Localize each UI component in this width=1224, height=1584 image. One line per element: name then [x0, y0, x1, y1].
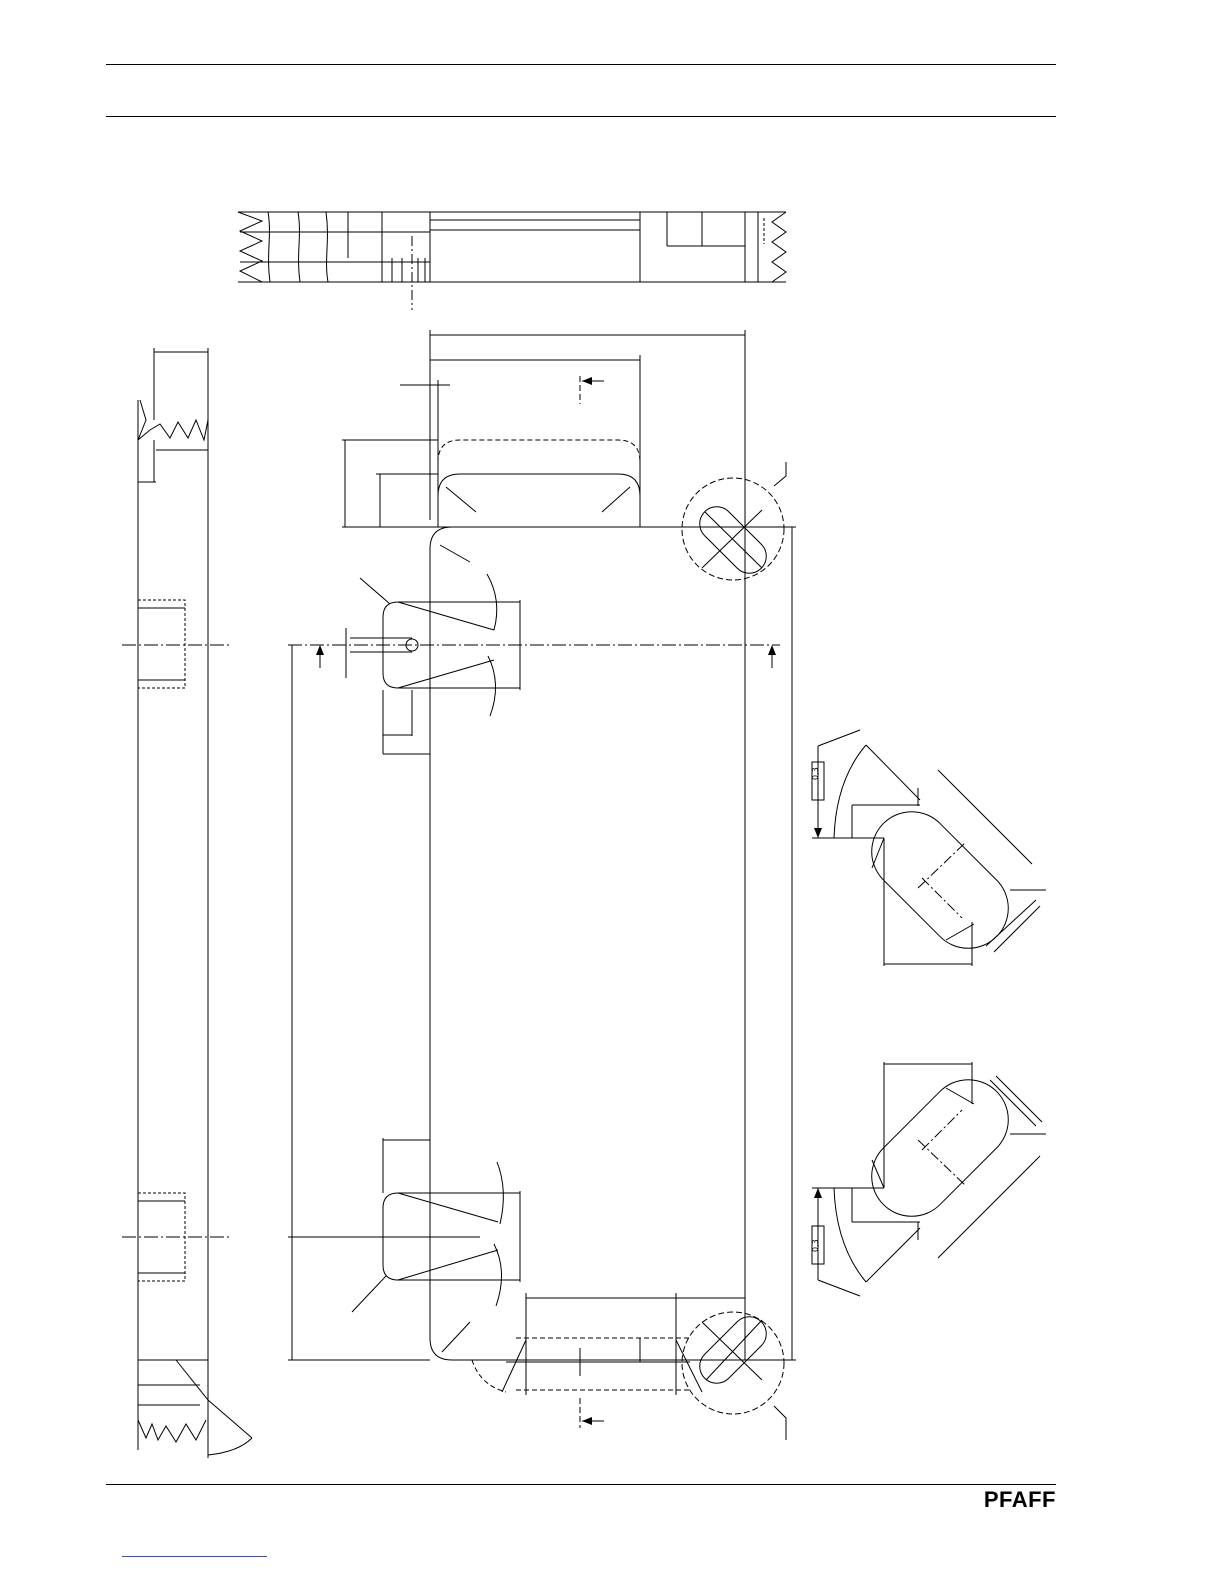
footer-link-underline[interactable] [122, 1556, 267, 1557]
slide-plate-outline [430, 527, 745, 1360]
detail-view-upper [812, 730, 1046, 966]
left-side-view [122, 348, 252, 1458]
brand-logo: PFAFF [984, 1487, 1056, 1513]
tolerance-note-lower: 0,3 [811, 1239, 820, 1252]
detail-view-lower [812, 1062, 1046, 1296]
tolerance-note-upper: 0,3 [811, 767, 820, 780]
break-line-left [238, 212, 262, 282]
main-plan-view [288, 330, 796, 1440]
top-section-view [238, 212, 786, 310]
break-line-right [772, 212, 786, 282]
